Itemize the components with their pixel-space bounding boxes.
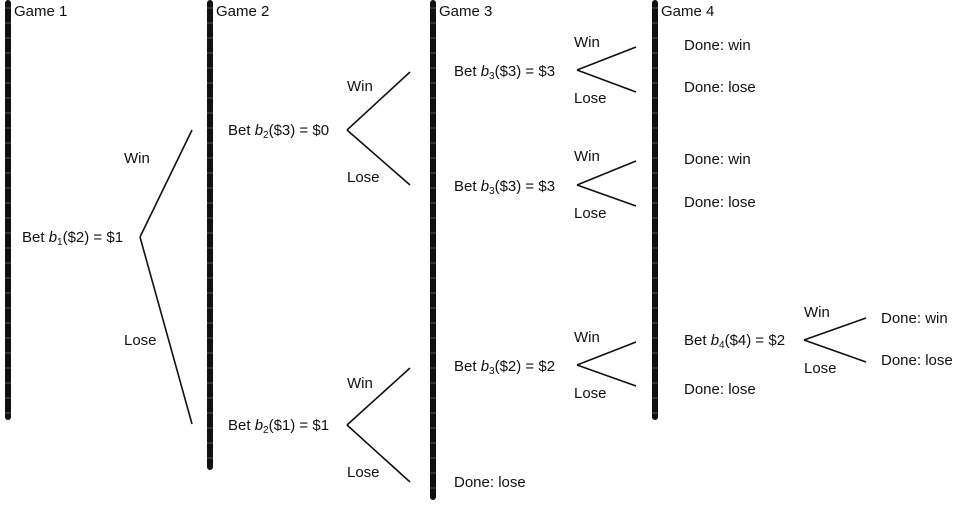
label-win: Win [574,148,600,165]
bet-game3-b: Bet b3($3) = $3 [454,178,556,197]
label-win: Win [574,329,600,346]
outcome-done-lose: Done: lose [454,474,526,491]
branch-g1-lose [139,236,193,425]
header-game-4: Game 4 [661,3,715,20]
bet-game3-c: Bet b3($2) = $2 [454,358,556,377]
branch-g3c-win [576,341,637,366]
branch-g2bot-win [346,367,411,426]
label-win: Win [347,375,373,392]
bet-game3-a: Bet b3($3) = $3 [454,63,556,82]
branch-g3a-win [576,46,637,71]
column-divider-3 [430,0,436,500]
outcome-done-lose: Done: lose [684,381,756,398]
branch-g3c-lose [576,364,637,387]
branch-g2top-lose [346,129,411,186]
header-game-2: Game 2 [216,3,270,20]
outcome-done-lose: Done: lose [881,352,953,369]
branch-g3b-lose [576,184,637,207]
label-lose: Lose [124,332,157,349]
outcome-done-win: Done: win [684,151,751,168]
label-win: Win [574,34,600,51]
label-lose: Lose [347,169,380,186]
column-divider-2 [207,0,213,470]
label-win: Win [804,304,830,321]
outcome-done-win: Done: win [684,37,751,54]
outcome-done-win: Done: win [881,310,948,327]
branch-g2top-win [346,71,411,131]
branch-g1-win [139,129,193,238]
label-lose: Lose [574,205,607,222]
bet-game2-top: Bet b2($3) = $0 [228,122,330,141]
header-game-1: Game 1 [14,3,68,20]
branch-g2bot-lose [346,424,411,483]
label-lose: Lose [347,464,380,481]
outcome-done-lose: Done: lose [684,79,756,96]
label-win: Win [347,78,373,95]
column-divider-1 [5,0,11,420]
branch-g3b-win [576,160,637,186]
label-lose: Lose [804,360,837,377]
column-divider-4 [652,0,658,420]
branch-g4-lose [803,339,867,363]
bet-game1: Bet b1($2) = $1 [22,229,124,248]
label-lose: Lose [574,90,607,107]
label-lose: Lose [574,385,607,402]
bet-game2-bottom: Bet b2($1) = $1 [228,417,330,436]
bet-game4: Bet b4($4) = $2 [684,332,786,351]
label-win: Win [124,150,150,167]
outcome-done-lose: Done: lose [684,194,756,211]
header-game-3: Game 3 [439,3,493,20]
branch-g3a-lose [576,69,637,93]
branch-g4-win [803,317,867,341]
